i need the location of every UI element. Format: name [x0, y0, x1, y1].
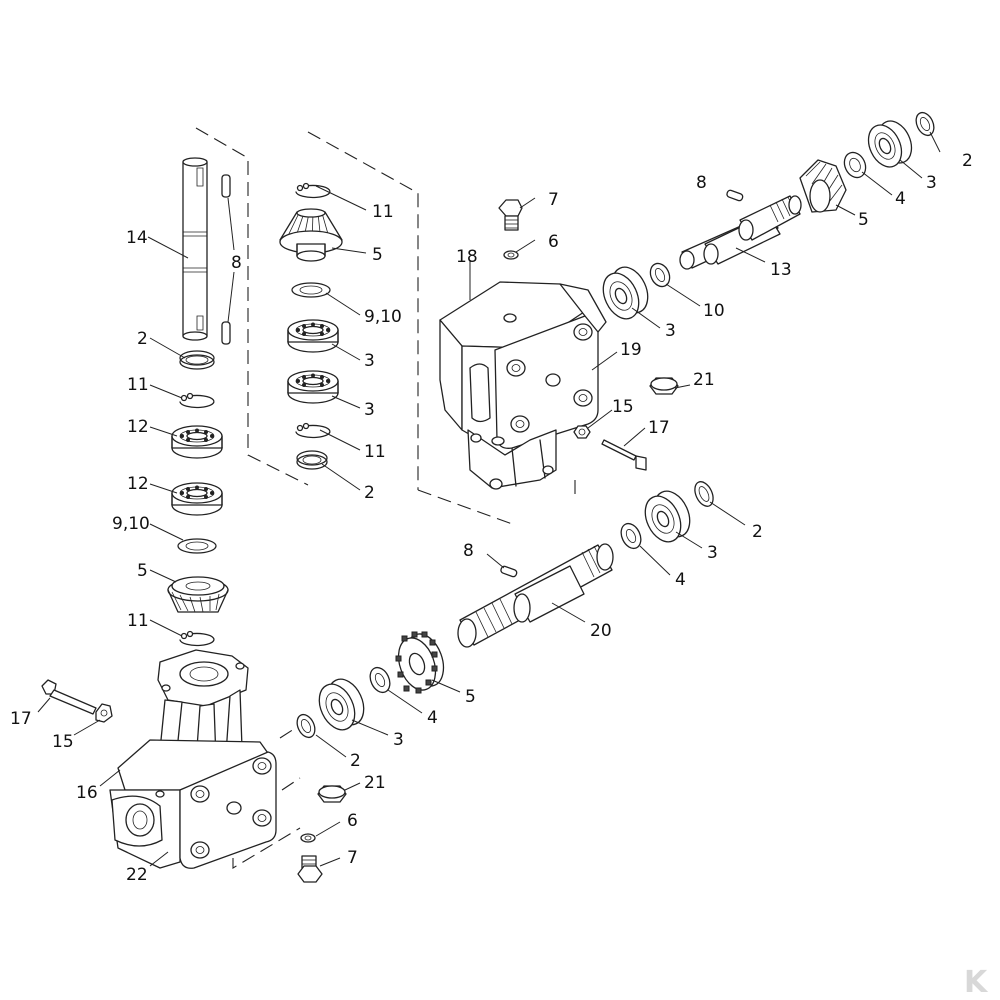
label-6-top: 6 — [548, 232, 559, 252]
upper-shaft-labels: 14 8 2 11 12 12 9,10 5 11 — [112, 228, 242, 631]
center-shaft-20 — [457, 543, 614, 648]
label-11-center-top: 11 — [372, 202, 394, 222]
label-2-center: 2 — [364, 483, 375, 503]
label-4-center-lower: 4 — [427, 708, 438, 728]
watermark-letter: K — [964, 965, 989, 1000]
label-7-top: 7 — [548, 190, 559, 210]
label-8-right: 8 — [696, 173, 707, 193]
label-9-10-center: 9,10 — [364, 307, 402, 327]
label-12-lower: 12 — [127, 474, 149, 494]
label-11-left-upper: 11 — [127, 375, 149, 395]
label-3-center-lower-left: 3 — [393, 730, 404, 750]
label-3-center-upper: 3 — [364, 351, 375, 371]
label-22: 22 — [126, 865, 148, 885]
label-17-right: 17 — [648, 418, 670, 438]
center-shaft-parts — [296, 481, 714, 739]
plug-21-right — [649, 377, 679, 395]
label-11-center-bottom: 11 — [364, 442, 386, 462]
label-4-center-right: 4 — [675, 570, 686, 590]
label-17-left: 17 — [10, 709, 32, 729]
center-stack-parts — [279, 182, 343, 470]
label-2-right-top: 2 — [962, 151, 973, 171]
left-gearbox-labels: 17 15 16 22 21 6 7 — [10, 709, 386, 885]
watermark-logo: K — [964, 965, 989, 1000]
plug-7-6-top — [498, 199, 523, 260]
right-gearbox-labels: 7 6 18 19 21 15 17 — [456, 190, 715, 438]
label-3-center-lower: 3 — [364, 400, 375, 420]
label-18: 18 — [456, 247, 478, 267]
label-15-right: 15 — [612, 397, 634, 417]
label-21-right: 21 — [693, 370, 715, 390]
label-5-left: 5 — [137, 561, 148, 581]
label-9-10-left: 9,10 — [112, 514, 150, 534]
label-2-center-right: 2 — [752, 522, 763, 542]
left-gearbox-16 — [109, 649, 277, 869]
right-shaft-labels: 8 2 3 4 5 13 10 3 — [665, 151, 973, 341]
right-gearbox-18 — [439, 281, 607, 490]
label-7-left: 7 — [347, 848, 358, 868]
label-3-right-top: 3 — [926, 173, 937, 193]
center-shaft-labels: 8 2 3 4 20 5 4 3 2 — [350, 522, 763, 771]
label-8-left: 8 — [231, 253, 242, 273]
label-3-right-mid: 3 — [665, 321, 676, 341]
label-12-upper: 12 — [127, 417, 149, 437]
label-5-right: 5 — [858, 210, 869, 230]
label-16: 16 — [76, 783, 98, 803]
label-15-left: 15 — [52, 732, 74, 752]
label-10: 10 — [703, 301, 725, 321]
vertical-shaft-14 — [182, 157, 208, 341]
label-5-center-lower: 5 — [465, 687, 476, 707]
label-6-left: 6 — [347, 811, 358, 831]
label-19: 19 — [620, 340, 642, 360]
label-13: 13 — [770, 260, 792, 280]
label-2-left: 2 — [137, 329, 148, 349]
label-5-center: 5 — [372, 245, 383, 265]
bolt-17-nut-15-right — [573, 425, 647, 471]
leader-lines — [37, 131, 941, 867]
label-4-right-top: 4 — [895, 189, 906, 209]
label-20: 20 — [590, 621, 612, 641]
left-stack-parts — [167, 350, 229, 647]
label-3-center-right: 3 — [707, 543, 718, 563]
label-21-left: 21 — [364, 773, 386, 793]
label-11-left-lower: 11 — [127, 611, 149, 631]
key-8-pair — [221, 174, 231, 345]
right-shaft-parts — [602, 111, 935, 320]
label-2-center-lower: 2 — [350, 751, 361, 771]
right-shaft-13 — [679, 189, 802, 270]
bolt-17-nut-15-left — [41, 679, 113, 723]
upper-gear-labels: 11 5 9,10 3 3 11 2 — [364, 202, 402, 503]
label-14: 14 — [126, 228, 148, 248]
label-8-center: 8 — [463, 541, 474, 561]
left-plugs — [297, 785, 347, 883]
